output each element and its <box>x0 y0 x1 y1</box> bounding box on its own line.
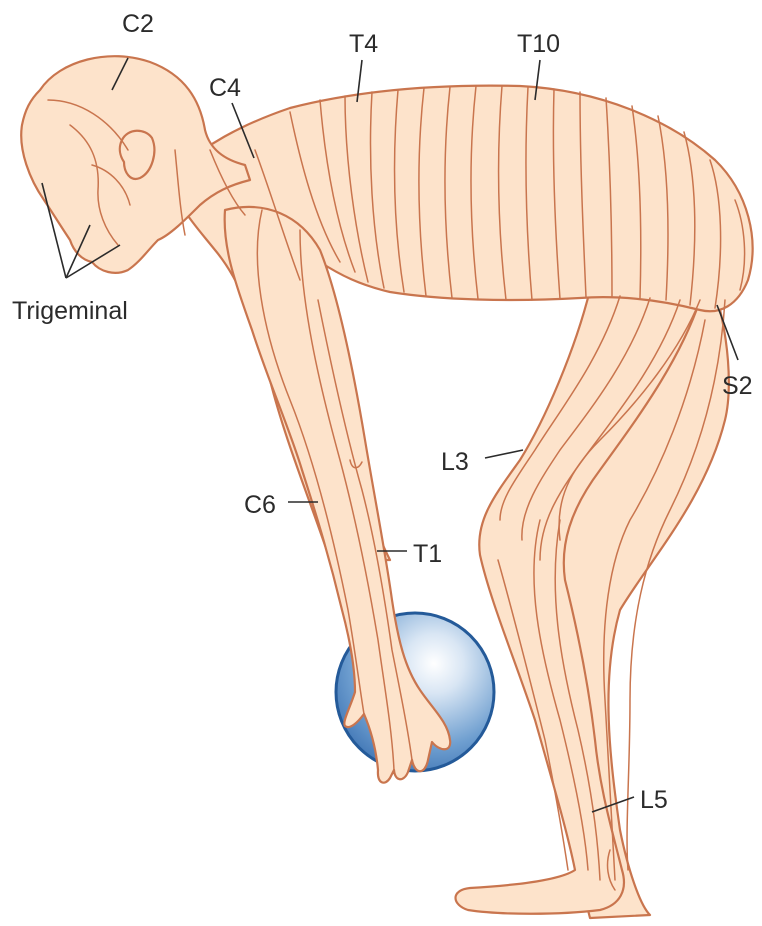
label-c2: C2 <box>122 10 154 38</box>
label-c6: C6 <box>244 491 276 519</box>
label-s2: S2 <box>722 372 753 400</box>
label-t1: T1 <box>413 540 442 568</box>
label-t10: T10 <box>517 30 560 58</box>
label-l3: L3 <box>441 448 469 476</box>
label-c4: C4 <box>209 74 241 102</box>
label-l5: L5 <box>640 786 668 814</box>
label-trigeminal: Trigeminal <box>12 297 128 325</box>
label-t4: T4 <box>349 30 378 58</box>
